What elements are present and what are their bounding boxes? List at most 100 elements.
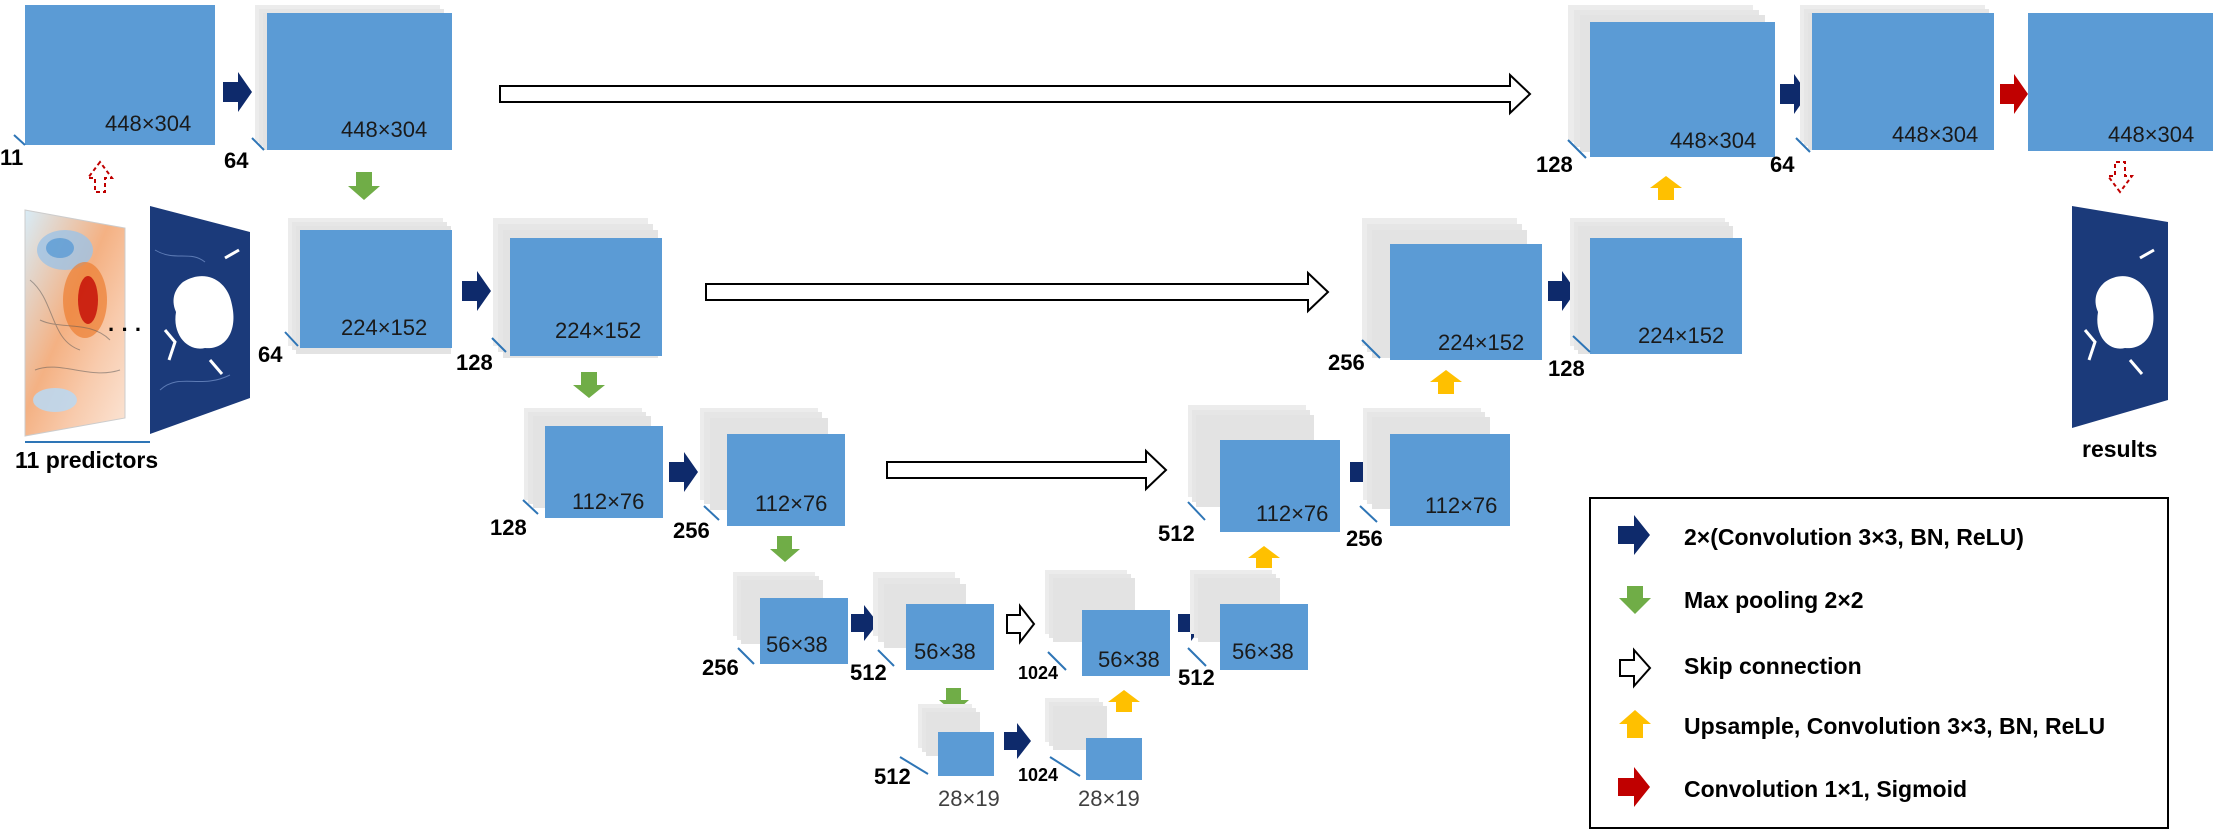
enc2-in-size-label: 224×152: [341, 315, 427, 340]
enc2-size-label: 224×152: [555, 318, 641, 343]
predictors-ellipsis: · · ·: [108, 317, 142, 342]
feature-map-block: [1390, 244, 1542, 360]
enc1-stack: [251, 5, 452, 151]
depth-tick: [1047, 651, 1067, 671]
enc3-size-label: 112×76: [755, 491, 827, 516]
feature-map-block: [1590, 238, 1742, 354]
dec1-in-size-label: 448×304: [1670, 128, 1756, 153]
depth-tick: [1361, 339, 1381, 359]
feature-map-block: [1812, 13, 1994, 150]
sigmoid-arrow-icon: [2000, 74, 2028, 114]
feature-map-block: [1082, 610, 1170, 676]
enc2-channels-label: 128: [456, 350, 493, 375]
feature-map-block: [1390, 434, 1510, 526]
feature-map-block: [1590, 22, 1775, 157]
legend-label: Skip connection: [1684, 653, 1862, 679]
bottleneck-conv-arrow-icon: [1004, 723, 1031, 759]
upsample-arrow-icon: [1619, 710, 1651, 738]
max-pool-arrow-icon: [1619, 586, 1651, 614]
output-stack: [2028, 13, 2213, 151]
depth-tick: [737, 647, 755, 665]
dec2-upsample-arrow-icon: [1650, 176, 1682, 200]
dec1-size-label: 448×304: [1892, 122, 1978, 147]
feature-map-block: [2028, 13, 2213, 151]
depth-tick: [491, 337, 507, 353]
feature-map-block: [906, 604, 994, 670]
enc1-channels-label: 64: [224, 148, 249, 173]
input-upload-arrow-icon: [86, 160, 114, 193]
enc4-channels-label: 512: [850, 660, 887, 685]
feature-map-block: [25, 5, 215, 145]
dec3-channels-label: 256: [1346, 526, 1383, 551]
predictors-caption: 11 predictors: [15, 447, 158, 473]
depth-tick: [899, 756, 929, 775]
feature-map-block: [938, 732, 994, 776]
enc4-in-stack: [733, 572, 848, 665]
enc3-in-stack: [522, 408, 663, 518]
skip-connection-level4-arrow-icon: [1006, 603, 1036, 645]
dec3-stack: [1359, 408, 1510, 526]
output-sea-ice-map-image: [2072, 206, 2168, 428]
dec4-in-size-label: 56×38: [1098, 647, 1160, 672]
enc1-max-pool-arrow-icon: [348, 172, 380, 200]
dec3-in-stack: [1187, 405, 1340, 532]
depth-tick: [1567, 139, 1587, 159]
enc3-channels-label: 256: [673, 518, 710, 543]
dec1-in-stack: [1567, 5, 1775, 159]
input-size-label: 448×304: [105, 111, 191, 136]
enc4-in-channels-label: 256: [702, 655, 739, 680]
feature-map-block: [545, 426, 663, 518]
bottleneck-stack: [1045, 698, 1142, 780]
enc4-size-label: 56×38: [914, 639, 976, 664]
enc1-conv-arrow-icon: [223, 72, 252, 112]
depth-tick: [1187, 501, 1206, 521]
dec4-stack: [1187, 570, 1308, 670]
enc4-conv-arrow-icon: [851, 605, 878, 641]
legend-box: 2×(Convolution 3×3, BN, ReLU) Max poolin…: [1589, 497, 2169, 829]
enc4-in-size-label: 56×38: [766, 632, 828, 657]
sigmoid-arrow-icon: [1618, 767, 1650, 807]
input-sea-ice-map-image: [150, 206, 250, 434]
legend-label: Max pooling 2×2: [1684, 587, 1864, 613]
output-download-arrow-icon: [2106, 161, 2134, 194]
depth-tick: [522, 499, 539, 515]
depth-tick: [251, 137, 265, 151]
depth-tick: [13, 134, 26, 146]
bottleneck-size-label: 28×19: [1078, 786, 1140, 811]
bottleneck-in-channels-label: 512: [874, 764, 911, 789]
dec2-size-label: 224×152: [1638, 323, 1724, 348]
dec1-stack: [1795, 5, 1994, 153]
depth-tick: [1049, 756, 1081, 777]
feature-map-block: [1086, 738, 1142, 780]
enc2-in-stack: [284, 218, 452, 354]
bottleneck-channels-label: 1024: [1018, 765, 1058, 785]
dec2-stack: [1570, 218, 1742, 354]
output-caption: results: [2082, 436, 2157, 462]
dec1-in-channels-label: 128: [1536, 152, 1573, 177]
dec2-in-size-label: 224×152: [1438, 330, 1524, 355]
dec4-size-label: 56×38: [1232, 639, 1294, 664]
feature-map-block: [510, 238, 662, 356]
skip-connection-level2-arrow-icon: [705, 270, 1330, 314]
enc4-stack: [873, 572, 994, 670]
feature-map-block: [1220, 440, 1340, 532]
feature-map-block: [727, 434, 845, 526]
feature-map-block: [300, 230, 452, 348]
dec2-in-stack: [1361, 218, 1542, 360]
feature-map-block: [1220, 604, 1308, 670]
depth-tick: [877, 649, 895, 667]
dec3-in-size-label: 112×76: [1256, 501, 1328, 526]
skip-connection-level3-arrow-icon: [886, 448, 1168, 492]
enc3-max-pool-arrow-icon: [770, 536, 800, 562]
skip-connection-level1-arrow-icon: [499, 72, 1532, 116]
input-stack: [13, 5, 215, 146]
dec4-in-stack: [1045, 570, 1170, 676]
dec3-in-channels-label: 512: [1158, 521, 1195, 546]
output-size-label: 448×304: [2108, 122, 2194, 147]
depth-tick: [703, 505, 720, 521]
depth-tick: [1795, 137, 1811, 153]
dec3-upsample-arrow-icon: [1430, 370, 1462, 394]
dec2-channels-label: 128: [1548, 356, 1585, 381]
legend-label: Upsample, Convolution 3×3, BN, ReLU: [1684, 713, 2105, 739]
